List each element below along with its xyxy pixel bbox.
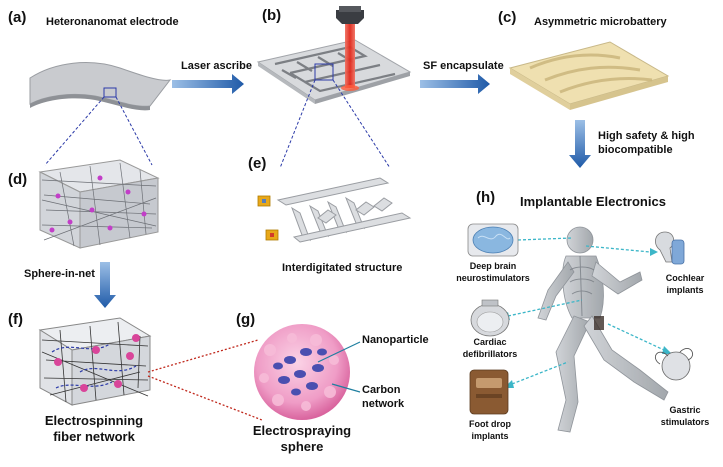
panel-caption-f-2: fiber network bbox=[53, 429, 135, 444]
laser-head bbox=[336, 10, 364, 24]
panel-label-b: (b) bbox=[262, 7, 282, 24]
microbattery bbox=[508, 41, 670, 105]
label-nanoparticle: Nanoparticle bbox=[362, 334, 429, 346]
laser-beam bbox=[345, 20, 355, 88]
panel-title-h: Implantable Electronics bbox=[520, 194, 666, 209]
panel-title-a: Heteronanomat electrode bbox=[46, 16, 179, 28]
zoom-box-b bbox=[314, 63, 334, 81]
arrow-laser bbox=[172, 74, 244, 94]
arrow-label-sf: SF encapsulate bbox=[423, 60, 504, 72]
label-cardiac-1: Cardiac bbox=[473, 337, 507, 347]
label-foot-1: Foot drop bbox=[469, 419, 511, 429]
label-cochlear-1: Cochlear bbox=[665, 273, 705, 283]
panel-label-g: (g) bbox=[236, 311, 256, 328]
panel-label-f: (f) bbox=[8, 311, 23, 328]
label-cochlear-2: implants bbox=[666, 285, 704, 295]
panel-label-e: (e) bbox=[248, 155, 267, 172]
label-brain-2: neurostimulators bbox=[456, 273, 530, 283]
patterned-sheet bbox=[256, 39, 412, 101]
panel-caption-g-2: sphere bbox=[280, 439, 324, 454]
arrow-label-laser: Laser ascribe bbox=[181, 60, 252, 72]
arrow-safety bbox=[569, 120, 591, 168]
label-carbon-2: network bbox=[362, 398, 405, 410]
nanoparticles bbox=[273, 348, 327, 396]
label-gastric-2: stimulators bbox=[660, 417, 710, 427]
arrow-label-safety-2: biocompatible bbox=[598, 144, 673, 156]
label-carbon-1: Carbon bbox=[362, 384, 401, 396]
foot-drop-icon bbox=[469, 369, 509, 415]
panel-title-c: Asymmetric microbattery bbox=[534, 16, 667, 28]
gastric-icon bbox=[655, 348, 693, 381]
panel-label-c: (c) bbox=[498, 9, 517, 26]
arrow-sf bbox=[420, 74, 490, 94]
cochlear-icon bbox=[655, 231, 685, 265]
device-leaders bbox=[507, 237, 665, 385]
arrow-sphere-in-net bbox=[94, 262, 116, 308]
panel-caption-f-1: Electrospinning bbox=[44, 413, 144, 428]
label-foot-2: implants bbox=[471, 431, 509, 441]
panel-caption-e: Interdigitated structure bbox=[282, 262, 403, 274]
label-cardiac-2: defibrillators bbox=[462, 349, 518, 359]
panel-label-h: (h) bbox=[476, 189, 496, 206]
label-brain-1: Deep brain bbox=[469, 261, 517, 271]
interdigitated-electrode bbox=[276, 177, 412, 243]
deep-brain-icon bbox=[467, 223, 519, 257]
arrow-label-safety-1: High safety & high bbox=[598, 130, 695, 142]
label-gastric-1: Gastric bbox=[669, 405, 701, 415]
panel-caption-g-1: Electrospraying bbox=[252, 423, 352, 438]
zoom-box-a bbox=[103, 87, 117, 98]
arrow-label-sphere-in-net: Sphere-in-net bbox=[24, 268, 95, 280]
cardiac-icon bbox=[470, 299, 510, 337]
panel-label-d: (d) bbox=[8, 171, 28, 188]
panel-label-a: (a) bbox=[8, 9, 27, 26]
